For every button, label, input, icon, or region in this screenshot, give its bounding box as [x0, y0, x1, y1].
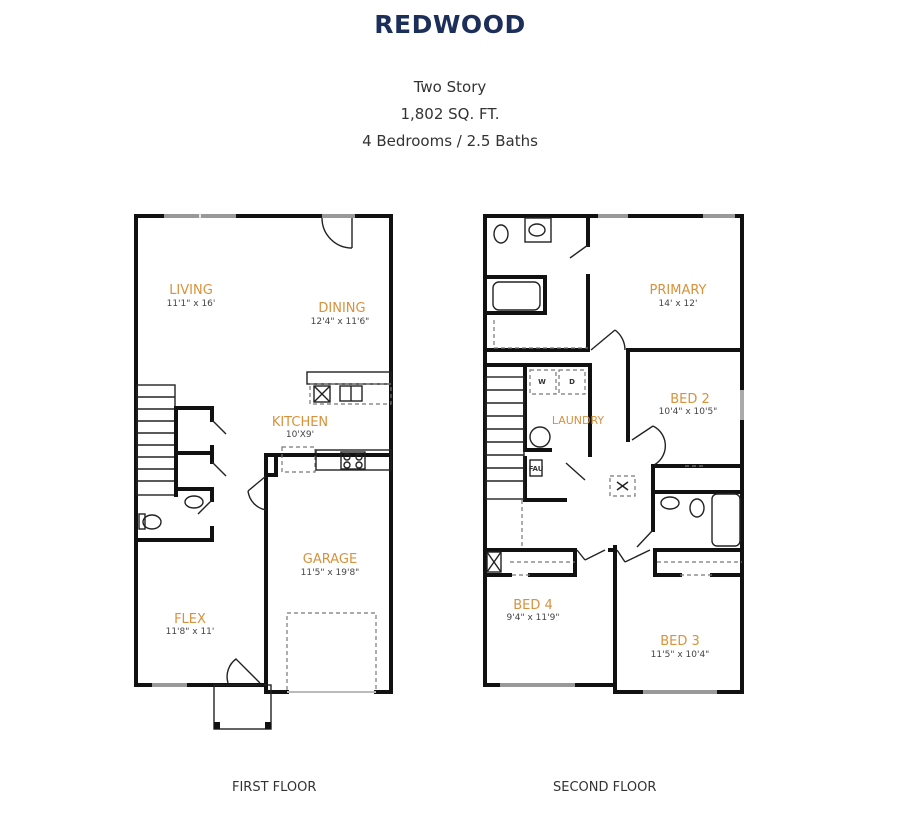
toilet-icon: [493, 224, 509, 244]
room-label-kitchen: KITCHEN: [272, 415, 328, 430]
svg-text:FAU: FAU: [529, 465, 544, 473]
room-label-primary: PRIMARY: [650, 283, 707, 298]
stairs-icon: [136, 384, 176, 496]
room-label-living: LIVING: [169, 283, 213, 298]
second-floor-label: SECOND FLOOR: [553, 780, 657, 795]
first-floor-label: FIRST FLOOR: [232, 780, 317, 795]
first-floor-plan: [134, 214, 393, 730]
room-dims-kitchen: 10'X9': [286, 430, 314, 440]
stove-icon: [340, 451, 366, 470]
room-label-bed-2: BED 2: [670, 392, 710, 407]
sqft-text: 1,802 SQ. FT.: [400, 105, 500, 123]
sink-icon: [528, 223, 546, 237]
sink-icon: [184, 495, 204, 509]
room-dims-primary: 14' x 12': [659, 299, 698, 309]
room-label-laundry: LAUNDRY: [552, 414, 605, 427]
room-dims-bed-3: 11'5" x 10'4": [651, 650, 710, 660]
room-dims-garage: 11'5" x 19'8": [301, 568, 360, 578]
toilet-icon: [142, 514, 162, 530]
plan-title: REDWOOD: [374, 10, 526, 39]
room-dims-bed-2: 10'4" x 10'5": [659, 407, 718, 417]
bathtub-icon: [492, 281, 541, 311]
water-heater-icon: [529, 426, 551, 448]
room-label-garage: GARAGE: [303, 552, 357, 567]
attic-hatch-icon: [609, 475, 636, 497]
bathtub-icon: [711, 493, 741, 547]
room-label-dining: DINING: [318, 301, 365, 316]
room-label-bed-4: BED 4: [513, 598, 553, 613]
room-label-flex: FLEX: [174, 612, 206, 627]
washer-icon: [529, 369, 557, 395]
svg-text:D: D: [569, 378, 575, 386]
stairs-icon: [485, 376, 525, 500]
toilet-icon: [689, 498, 705, 518]
svg-text:W: W: [538, 378, 546, 386]
beds-baths-text: 4 Bedrooms / 2.5 Baths: [362, 132, 538, 150]
room-dims-flex: 11'8" x 11': [166, 627, 215, 637]
sink-icon: [660, 496, 680, 510]
room-dims-living: 11'1" x 16': [167, 299, 216, 309]
second-floor-plan: W D FAU: [483, 214, 744, 694]
dryer-icon: [558, 369, 586, 395]
room-dims-bed-4: 9'4" x 11'9": [507, 613, 560, 623]
room-dims-dining: 12'4" x 11'6": [311, 317, 370, 327]
room-label-bed-3: BED 3: [660, 634, 700, 649]
stories-text: Two Story: [413, 78, 487, 96]
